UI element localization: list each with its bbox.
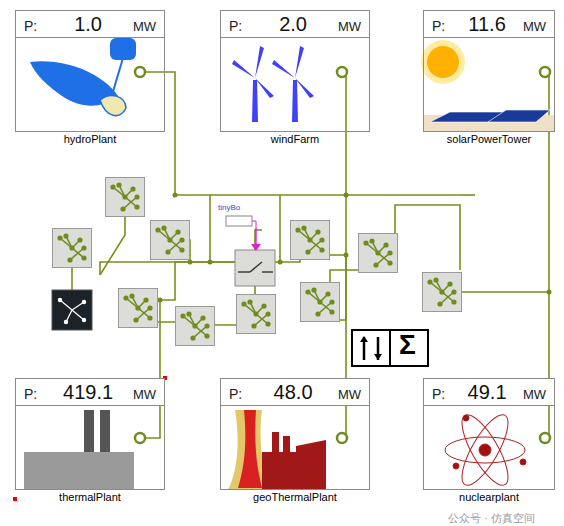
- power-unit: MW: [133, 381, 156, 408]
- power-header: P:49.1MW: [424, 379, 554, 406]
- plant-box: P:419.1MWthermalPlant: [15, 378, 165, 490]
- plant-name: hydroPlant: [16, 133, 164, 145]
- power-label: P:: [229, 381, 242, 408]
- plant-box: P:49.1MWnuclearplant: [423, 378, 555, 490]
- hydro-illustration: [30, 38, 145, 116]
- plant-box: P:1.0MWhydroPlant: [15, 10, 165, 132]
- power-unit: MW: [338, 381, 361, 408]
- line-block: [151, 221, 190, 260]
- power-header: P:2.0MW: [221, 11, 369, 38]
- solar-illustration: [421, 40, 554, 131]
- plant-name: nuclearplant: [424, 491, 554, 503]
- power-label: P:: [24, 13, 37, 40]
- line-block: [237, 295, 276, 334]
- line-block: [359, 234, 398, 273]
- line-block: [106, 178, 145, 217]
- plant-name: windFarm: [221, 133, 369, 145]
- power-header: P:11.6MW: [424, 11, 554, 38]
- power-label: P:: [432, 13, 445, 40]
- grid-block: [52, 290, 92, 330]
- power-unit: MW: [338, 13, 361, 40]
- power-header: P:419.1MW: [16, 379, 164, 406]
- sum-symbol: Σ: [399, 329, 416, 361]
- power-unit: MW: [133, 13, 156, 40]
- plant-name: solarPowerTower: [424, 133, 554, 145]
- power-value: 48.0: [248, 379, 338, 406]
- switch-block: [226, 216, 275, 286]
- line-block: [291, 221, 330, 260]
- line-block: [301, 283, 340, 322]
- line-block: [423, 273, 462, 312]
- watermark: 公众号 · 仿真空间: [448, 511, 535, 526]
- line-block: [176, 307, 215, 346]
- power-value: 2.0: [248, 11, 338, 38]
- wind-illustration: [232, 46, 347, 122]
- line-block: [119, 289, 158, 328]
- sim-icons: [352, 330, 428, 366]
- power-header: P:1.0MW: [16, 11, 164, 38]
- plant-name: geoThermalPlant: [221, 491, 369, 503]
- power-value: 49.1: [451, 379, 523, 406]
- power-value: 419.1: [43, 379, 133, 406]
- power-header: P:48.0MW: [221, 379, 369, 406]
- thermal-illustration: [13, 376, 167, 501]
- power-label: P:: [432, 381, 445, 408]
- power-value: 11.6: [451, 11, 523, 38]
- geothermal-illustration: [228, 410, 347, 490]
- line-block: [53, 229, 92, 268]
- power-unit: MW: [523, 381, 546, 408]
- power-unit: MW: [523, 13, 546, 40]
- plant-box: P:48.0MWgeoThermalPlant: [220, 378, 370, 490]
- power-label: P:: [229, 13, 242, 40]
- power-label: P:: [24, 381, 37, 408]
- power-value: 1.0: [43, 11, 133, 38]
- nuclear-illustration: [445, 409, 550, 491]
- plant-box: P:11.6MWsolarPowerTower: [423, 10, 555, 132]
- block-name: tinyBo: [218, 203, 240, 212]
- plant-box: P:2.0MWwindFarm: [220, 10, 370, 132]
- plant-name: thermalPlant: [16, 491, 164, 503]
